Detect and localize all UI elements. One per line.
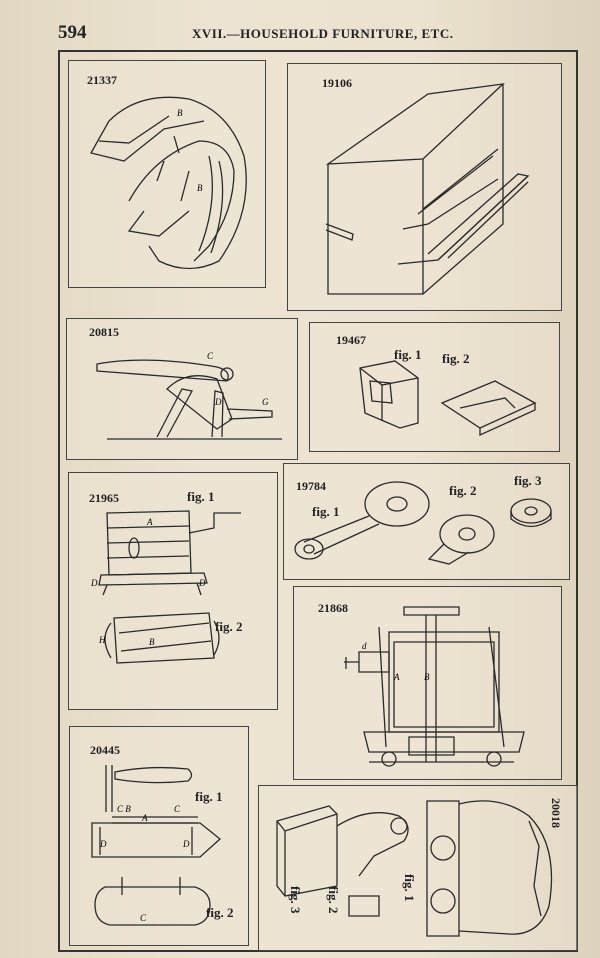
fig-2-label: fig. 2 [449,483,477,498]
panel-20445: 20445 fig. 1 fig. 2 C B A C D D C [69,726,249,946]
illustration-20018 [259,786,579,952]
svg-text:C: C [207,351,214,361]
page-header: 594 XVII.—HOUSEHOLD FURNITURE, ETC. [58,22,558,46]
svg-text:B: B [149,637,155,647]
svg-text:B: B [197,183,203,193]
fig-1-label: fig. 1 [312,504,340,519]
panel-19784: 19784 fig. 1 fig. 2 fig. 3 [283,463,570,580]
illustration-19106 [288,64,563,312]
svg-text:A: A [393,672,400,682]
patent-number: 19467 [336,333,366,347]
running-head: XVII.—HOUSEHOLD FURNITURE, ETC. [192,26,454,41]
patent-number: 21337 [87,73,117,87]
svg-text:C: C [174,804,181,814]
svg-text:A: A [141,813,148,823]
plate-frame [58,50,578,952]
fig-3-label: fig. 3 [514,473,542,488]
illustration-21965: A D D H B [90,473,279,711]
svg-text:D: D [214,397,222,407]
fig-2-label: fig. 2 [442,351,470,366]
svg-text:G: G [262,397,269,407]
illustration-21868: d A B [294,587,563,781]
panel-19106: 19106 [287,63,562,311]
fig-1-label: fig. 1 [195,789,223,804]
panel-21965: 21965 fig. 1 fig. 2 A D D H B [68,472,278,710]
panel-21868: 21868 d A B [293,586,562,780]
illustration-21337: B B [69,61,267,289]
svg-text:A: A [146,517,153,527]
svg-text:B: B [177,108,183,118]
svg-text:D: D [99,839,107,849]
page-number: 594 [58,22,87,43]
fig-2-label: fig. 2 [215,619,243,634]
patent-number: 19106 [322,76,352,90]
panel-21337: 21337 B B [68,60,266,288]
svg-text:C: C [140,913,147,923]
svg-text:D: D [90,578,98,588]
svg-text:D: D [182,839,190,849]
svg-text:D: D [198,578,206,588]
patent-number: 20815 [89,325,119,339]
patent-number: 19784 [296,479,326,493]
illustration-20815: C D G [67,351,299,461]
patent-number: 21868 [318,601,348,615]
illustration-20445: C B A C D D C [70,727,250,947]
illustration-19784 [284,464,571,581]
svg-text:B: B [424,672,430,682]
fig-1-label: fig. 1 [394,347,422,362]
patent-number: 20445 [90,743,120,757]
panel-19467: 19467 fig. 1 fig. 2 [309,322,560,452]
svg-text:C B: C B [117,804,131,814]
patent-number: 21965 [89,491,119,505]
panel-20815: 20815 C D G [66,318,298,460]
fig-1-label: fig. 1 [187,489,215,504]
panel-20018: 20018 fig. 1 fig. 2 fig. 3 [258,785,578,951]
illustration-19467 [310,323,561,453]
fig-2-label: fig. 2 [206,905,234,920]
svg-text:H: H [98,635,106,645]
svg-text:d: d [362,641,367,651]
